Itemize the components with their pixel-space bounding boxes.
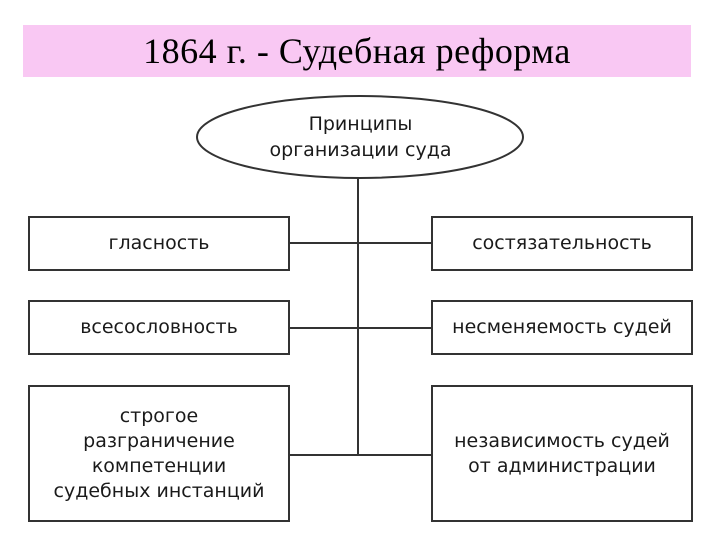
root-node-label: Принципы организации суда xyxy=(197,96,524,178)
root-line-2: организации суда xyxy=(269,139,452,161)
principle-label-line: судебных инстанций xyxy=(53,479,265,502)
principle-box-vsesoslovnost: всесословность xyxy=(28,300,290,355)
principle-label-line: разграничение xyxy=(83,429,235,452)
root-line-1: Принципы xyxy=(308,113,413,135)
root-ellipse xyxy=(196,95,524,179)
principle-box-nesmenyaemost: несменяемость судей xyxy=(431,300,693,355)
principle-box-nezavisimost: независимость судей от администрации xyxy=(431,385,693,522)
principle-label: состязательность xyxy=(472,232,652,254)
principle-label-line: компетенции xyxy=(91,454,227,477)
principle-box-razgranichenie: строгое разграничение компетенции судебн… xyxy=(28,385,290,522)
principle-label-line: от администрации xyxy=(468,454,656,477)
principle-label: всесословность xyxy=(80,316,238,338)
principle-box-sostyazatelnost: состязательность xyxy=(431,216,693,271)
principle-label: несменяемость судей xyxy=(452,316,672,338)
page-title: 1864 г. - Судебная реформа xyxy=(143,31,571,71)
principle-label-line: строгое xyxy=(119,404,199,427)
principle-box-glasnost: гласность xyxy=(28,216,290,271)
title-banner: 1864 г. - Судебная реформа xyxy=(23,25,691,77)
principle-label: гласность xyxy=(108,232,210,254)
principle-label-line: независимость судей xyxy=(454,429,670,452)
